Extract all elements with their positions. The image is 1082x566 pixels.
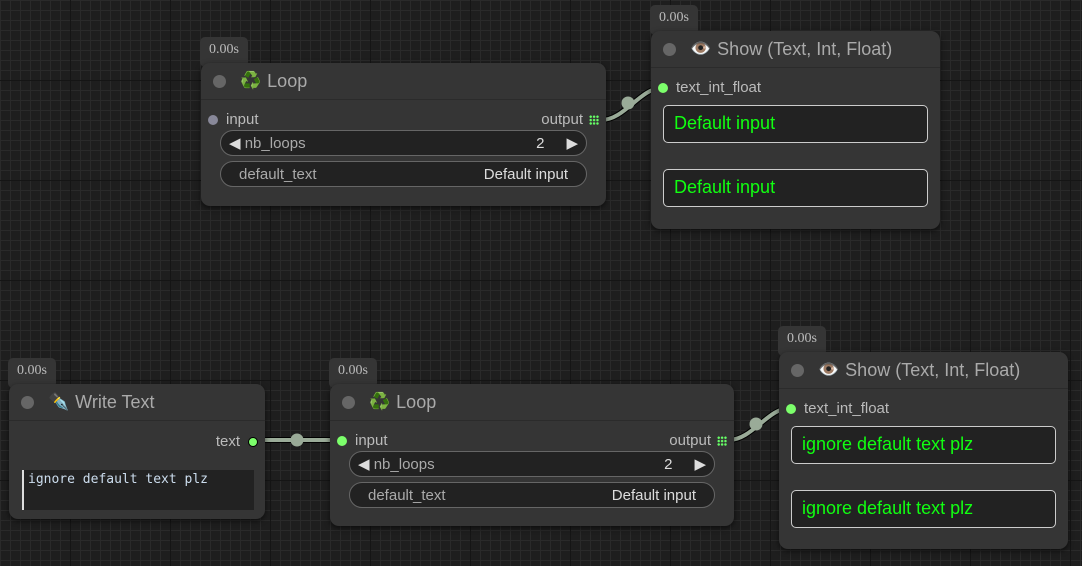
input-slot[interactable] xyxy=(337,435,347,446)
input-slot[interactable] xyxy=(208,114,218,125)
text-input[interactable]: ignore default text plz xyxy=(22,470,254,510)
timing-badge: 0.00s xyxy=(329,358,377,388)
output-display: Default input xyxy=(663,169,928,207)
node-title: Write Text xyxy=(75,391,155,412)
output-display: Default input xyxy=(663,105,928,143)
default-text-value: Default input xyxy=(611,486,696,504)
timing-badge: 0.00s xyxy=(778,326,826,356)
node-title: Loop xyxy=(396,391,437,412)
input-label: text_int_float xyxy=(676,79,762,96)
decrement-icon[interactable]: ◀ xyxy=(229,135,241,152)
list-output-slot-icon[interactable] xyxy=(717,435,727,446)
output-label: output xyxy=(669,432,711,449)
link-midpoint xyxy=(621,96,635,110)
input-label: text_int_float xyxy=(804,400,890,417)
node-title: Show (Text, Int, Float) xyxy=(845,359,1021,380)
show-node-2[interactable]: 👁️ Show (Text, Int, Float) text_int_float… xyxy=(779,352,1068,549)
input-label: input xyxy=(226,111,259,128)
input-slot[interactable] xyxy=(658,82,668,93)
list-output-slot-icon[interactable] xyxy=(589,114,599,125)
recycle-icon: ♻️ xyxy=(240,71,262,90)
output-label: text xyxy=(215,433,240,450)
node-title: Show (Text, Int, Float) xyxy=(717,38,893,59)
timing-badge: 0.00s xyxy=(8,358,56,388)
show-node-1[interactable]: 👁️ Show (Text, Int, Float) text_int_float… xyxy=(651,31,940,229)
output-display: ignore default text plz xyxy=(791,426,1056,464)
collapse-dot[interactable] xyxy=(213,74,226,88)
output-display: ignore default text plz xyxy=(791,490,1056,528)
link-midpoint xyxy=(290,433,304,447)
nb-loops-value: 2 xyxy=(536,134,545,152)
collapse-dot[interactable] xyxy=(663,42,676,56)
timing-badge: 0.00s xyxy=(200,37,248,67)
increment-icon[interactable]: ▶ xyxy=(566,135,578,152)
write-text-node[interactable]: ✒️ Write Text text ignore default text pl… xyxy=(9,384,265,519)
default-text-value: Default input xyxy=(483,165,568,183)
collapse-dot[interactable] xyxy=(342,395,355,409)
eye-icon: 👁️ xyxy=(818,360,840,379)
decrement-icon[interactable]: ◀ xyxy=(358,456,370,473)
timing-badge: 0.00s xyxy=(650,5,698,35)
input-slot[interactable] xyxy=(786,403,796,414)
pen-icon: ✒️ xyxy=(48,392,70,411)
increment-icon[interactable]: ▶ xyxy=(694,456,706,473)
nb-loops-value: 2 xyxy=(664,455,673,473)
recycle-icon: ♻️ xyxy=(369,392,391,411)
output-slot[interactable] xyxy=(248,436,258,447)
output-label: output xyxy=(541,111,583,128)
input-label: input xyxy=(355,432,388,449)
node-title: Loop xyxy=(267,70,308,91)
collapse-dot[interactable] xyxy=(791,363,804,377)
link-midpoint xyxy=(749,417,763,431)
eye-icon: 👁️ xyxy=(690,39,712,58)
collapse-dot[interactable] xyxy=(21,395,34,409)
